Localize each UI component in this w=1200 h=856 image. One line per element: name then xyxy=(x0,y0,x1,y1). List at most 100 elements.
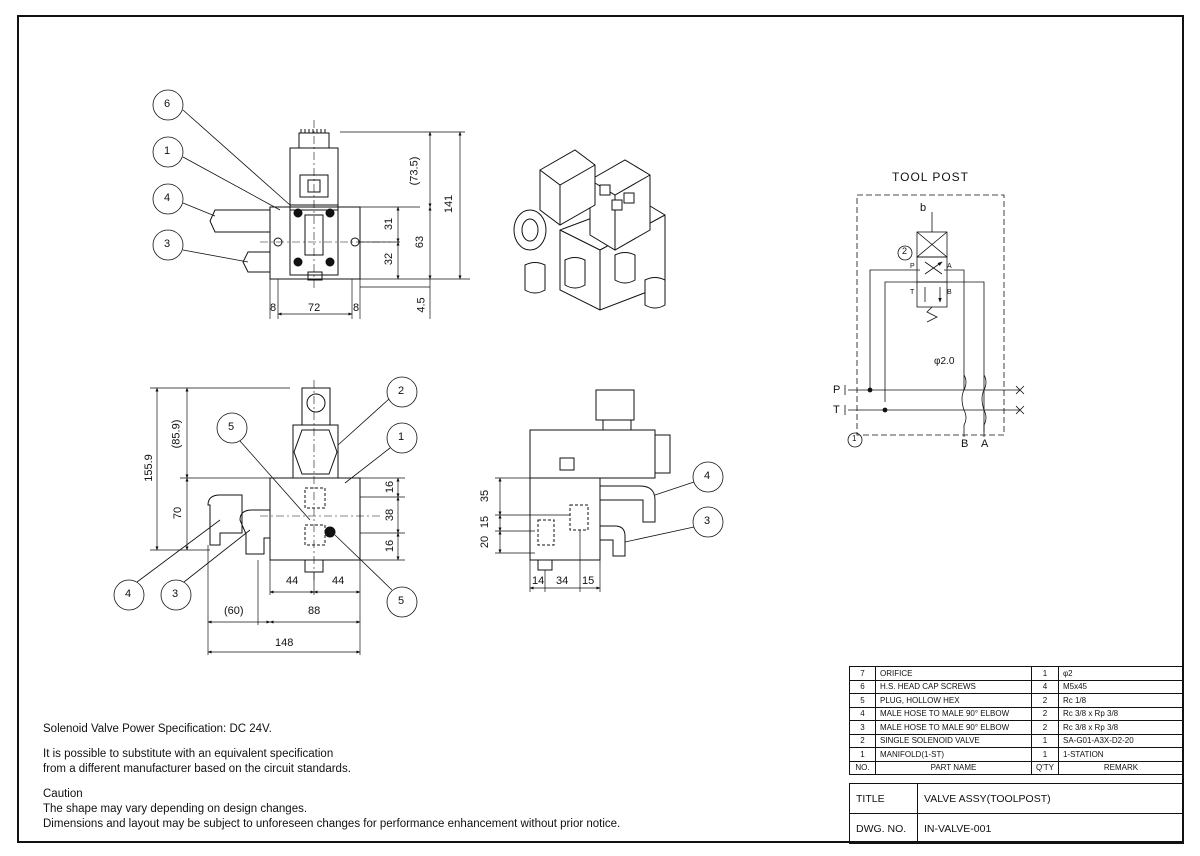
circuit-port-p: P xyxy=(833,384,841,396)
circuit-balloon-2: 2 xyxy=(902,246,908,256)
title-value: VALVE ASSY(TOOLPOST) xyxy=(917,783,1184,814)
isometric-view xyxy=(513,149,666,311)
balloon-3: 3 xyxy=(164,238,171,250)
circuit-a-small: A xyxy=(947,263,952,270)
bom-no: 1 xyxy=(849,747,876,762)
bom-row: 5 PLUG, HOLLOW HEX 2 Rc 1/8 xyxy=(849,693,1185,708)
dim-70: 70 xyxy=(172,506,185,520)
circuit-title: TOOL POST xyxy=(892,170,970,184)
dim-32: 32 xyxy=(383,252,396,266)
dim-44-right: 44 xyxy=(332,575,345,587)
dim-16-bottom: 16 xyxy=(384,539,397,553)
caution-line: Dimensions and layout may be subject to … xyxy=(43,818,621,830)
bom-qty: 2 xyxy=(1031,720,1059,735)
bom-row: 3 MALE HOSE TO MALE 90° ELBOW 2 Rc 3/8 x… xyxy=(849,720,1185,735)
balloon-4: 4 xyxy=(164,192,171,204)
dim-72: 72 xyxy=(308,302,321,314)
side-view xyxy=(529,389,671,571)
balloon-3-front: 3 xyxy=(172,588,179,600)
dim-60: (60) xyxy=(224,605,244,617)
bom-header-qty: Q'TY xyxy=(1031,760,1059,775)
dim-88: 88 xyxy=(308,605,321,617)
circuit-port-a: A xyxy=(981,438,989,450)
balloon-5-upper: 5 xyxy=(228,421,235,433)
bom-remark: φ2 xyxy=(1057,666,1185,681)
dim-16-top: 16 xyxy=(384,480,397,494)
dim-8-left: 8 xyxy=(270,302,277,314)
dim-14: 14 xyxy=(532,575,545,587)
title-label: TITLE xyxy=(849,783,918,814)
bom-qty: 2 xyxy=(1031,693,1059,708)
bom-part-name: MALE HOSE TO MALE 90° ELBOW xyxy=(875,706,1032,721)
bom-header-name: PART NAME xyxy=(875,760,1032,775)
bom-qty: 1 xyxy=(1031,747,1059,762)
dim-20: 20 xyxy=(479,535,492,549)
balloon-4-side: 4 xyxy=(704,470,711,482)
circuit-p-small: P xyxy=(910,263,915,270)
substitute-line: from a different manufacturer based on t… xyxy=(43,763,351,775)
drawing-frame xyxy=(17,15,1184,843)
bom-part-name: ORIFICE xyxy=(875,666,1032,681)
bom-no: 3 xyxy=(849,720,876,735)
balloon-1: 1 xyxy=(164,145,171,157)
dim-155-9: 155.9 xyxy=(142,454,155,482)
bom-row: 2 SINGLE SOLENOID VALVE 1 SA-G01-A3X-D2-… xyxy=(849,733,1185,748)
circuit-port-t: T xyxy=(833,404,840,416)
front-view-balloons xyxy=(113,376,418,618)
bom-remark: M5x45 xyxy=(1057,679,1185,694)
bom-qty: 2 xyxy=(1031,706,1059,721)
bom-no: 4 xyxy=(849,706,876,721)
circuit-b-small: B xyxy=(947,289,952,296)
notes: Solenoid Valve Power Specification: DC 2… xyxy=(43,722,620,842)
balloon-4-front: 4 xyxy=(125,588,132,600)
substitute-note: It is possible to substitute with an equ… xyxy=(43,747,620,777)
balloon-5-lower: 5 xyxy=(398,595,405,607)
bom-part-name: MALE HOSE TO MALE 90° ELBOW xyxy=(875,720,1032,735)
dim-44-left: 44 xyxy=(286,575,299,587)
dim-73-5: (73.5) xyxy=(408,156,421,186)
bom-table: 7 ORIFICE 1 φ2 6 H.S. HEAD CAP SCREWS 4 … xyxy=(849,666,1185,775)
bom-row: 4 MALE HOSE TO MALE 90° ELBOW 2 Rc 3/8 x… xyxy=(849,706,1185,721)
dim-15-vert: 15 xyxy=(479,515,492,529)
balloon-2: 2 xyxy=(398,385,405,397)
dim-31: 31 xyxy=(383,217,396,231)
dim-34: 34 xyxy=(556,575,569,587)
balloon-1-front: 1 xyxy=(398,431,405,443)
side-view-dims xyxy=(495,477,600,592)
caution-note: Caution The shape may vary depending on … xyxy=(43,787,620,832)
bom-remark: Rc 1/8 xyxy=(1057,693,1185,708)
substitute-line: It is possible to substitute with an equ… xyxy=(43,748,334,760)
hydraulic-circuit xyxy=(844,194,1025,448)
bom-no: 6 xyxy=(849,679,876,694)
caution-line: The shape may vary depending on design c… xyxy=(43,803,308,815)
circuit-t-small: T xyxy=(910,289,915,296)
caution-title: Caution xyxy=(43,788,83,800)
dim-4-5: 4.5 xyxy=(415,297,428,313)
bom-part-name: PLUG, HOLLOW HEX xyxy=(875,693,1032,708)
dim-35: 35 xyxy=(479,489,492,503)
top-view-dims xyxy=(269,131,470,319)
circuit-port-b: B xyxy=(961,438,969,450)
bom-remark: 1-STATION xyxy=(1057,747,1185,762)
bom-no: 7 xyxy=(849,666,876,681)
dim-85-9: (85.9) xyxy=(170,419,183,449)
dwg-no-label: DWG. NO. xyxy=(849,813,918,844)
bom-part-name: H.S. HEAD CAP SCREWS xyxy=(875,679,1032,694)
bom-qty: 1 xyxy=(1031,666,1059,681)
bom-part-name: SINGLE SOLENOID VALVE xyxy=(875,733,1032,748)
dim-141: 141 xyxy=(443,194,456,214)
bom-row: 7 ORIFICE 1 φ2 xyxy=(849,666,1185,681)
bom-remark: SA-G01-A3X-D2-20 xyxy=(1057,733,1185,748)
front-view xyxy=(207,380,380,580)
bom-row: 1 MANIFOLD(1-ST) 1 1-STATION xyxy=(849,747,1185,762)
bom-row: 6 H.S. HEAD CAP SCREWS 4 M5x45 xyxy=(849,679,1185,694)
dim-8-right: 8 xyxy=(353,302,360,314)
bom-no: 2 xyxy=(849,733,876,748)
bom-qty: 1 xyxy=(1031,733,1059,748)
dim-38: 38 xyxy=(384,508,397,522)
bom-header: NO. PART NAME Q'TY REMARK xyxy=(849,760,1185,775)
dim-63: 63 xyxy=(414,235,427,249)
front-view-dims xyxy=(150,387,405,655)
